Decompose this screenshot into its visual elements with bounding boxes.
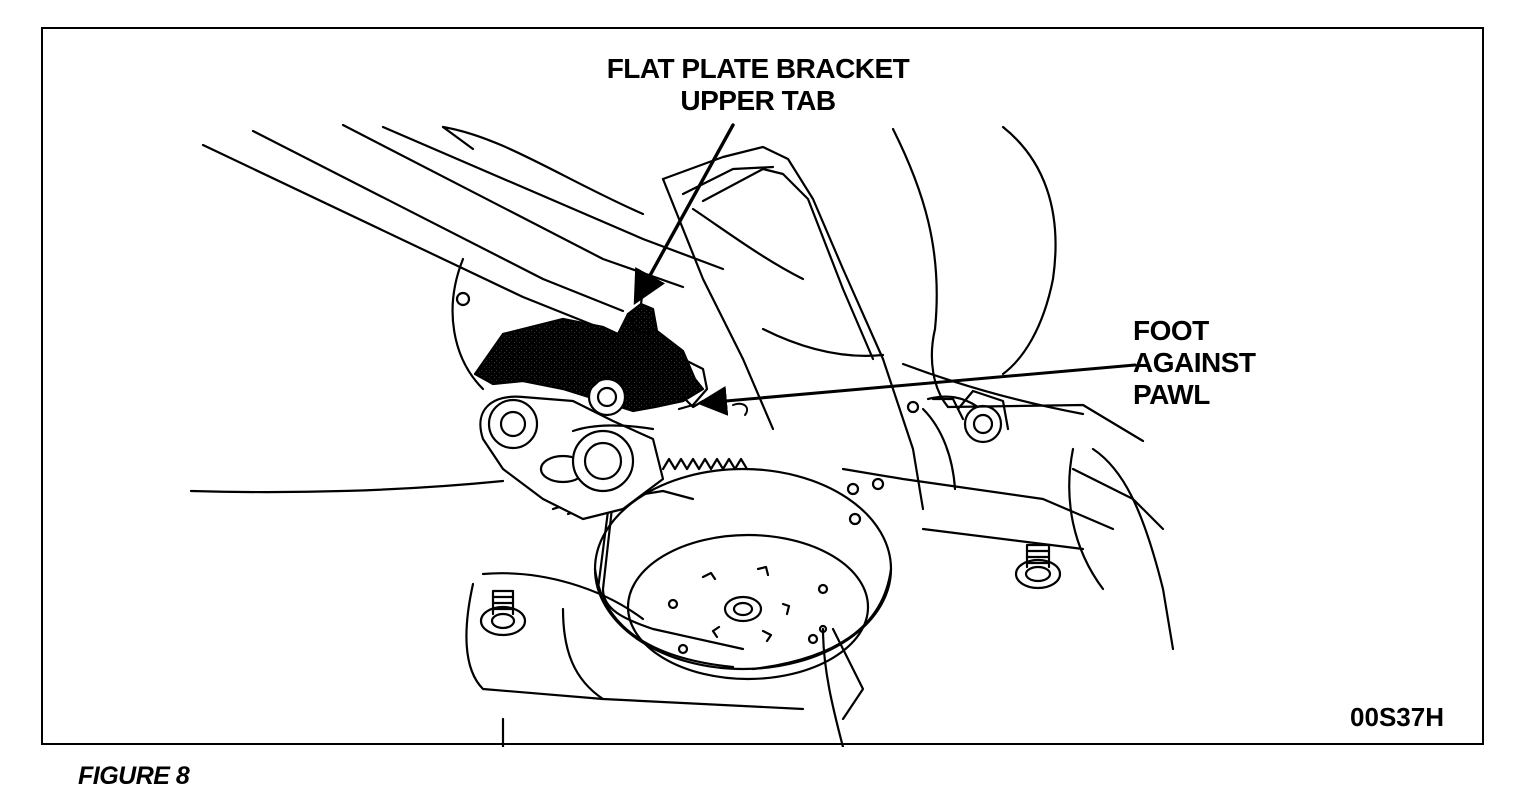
flat-plate-bracket-label: FLAT PLATE BRACKET UPPER TAB <box>563 53 953 117</box>
lever-arm <box>455 291 920 521</box>
foot-label-line2: AGAINST <box>1133 347 1256 378</box>
right-nut <box>956 389 1010 444</box>
seat-frame-rails <box>189 123 725 494</box>
foot-leader-arrow <box>697 363 1137 416</box>
bracket-label-line1: FLAT PLATE BRACKET <box>606 53 910 84</box>
right-frame <box>841 125 1175 651</box>
foot-label-line1: FOOT <box>1133 315 1209 346</box>
mechanism-illustration <box>189 123 1175 747</box>
figure-code: 00S37H <box>1350 702 1444 732</box>
right-stud <box>1014 543 1062 590</box>
figure-caption: FIGURE 8 <box>78 762 190 790</box>
column-post <box>661 145 925 511</box>
left-stud <box>479 589 527 637</box>
foot-label-line3: PAWL <box>1133 379 1210 410</box>
bracket-leader-arrow <box>633 123 735 305</box>
bracket-label-line2: UPPER TAB <box>680 85 836 116</box>
foot-against-pawl-label: FOOT AGAINST PAWL <box>1133 315 1256 411</box>
ratchet-drum <box>593 457 893 681</box>
illustration-frame: FLAT PLATE BRACKET UPPER TAB FOOT AGAINS… <box>41 27 1484 747</box>
